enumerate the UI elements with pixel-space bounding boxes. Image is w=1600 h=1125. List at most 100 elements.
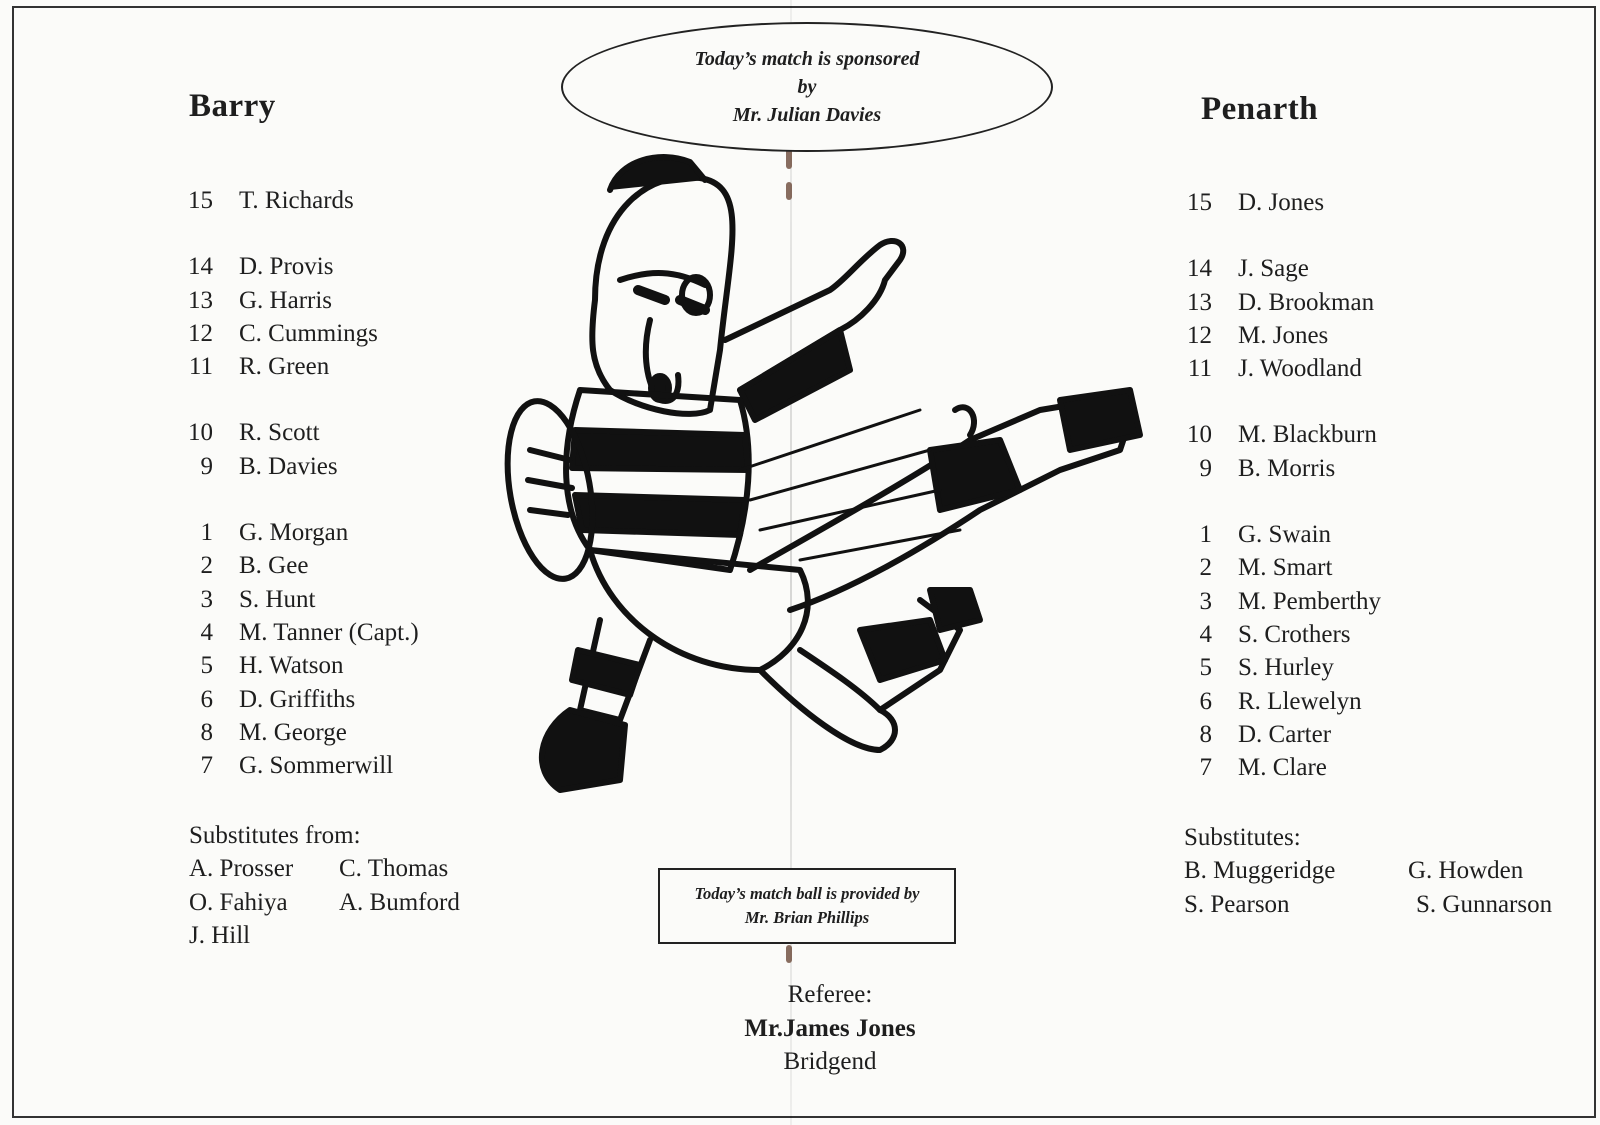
away-player-row: 9 B. Morris xyxy=(1164,452,1381,485)
player-number: 13 xyxy=(1187,288,1212,316)
player-name: M. Smart xyxy=(1238,554,1333,582)
staple-top-2 xyxy=(786,182,792,200)
match-ball-box: Today’s match ball is provided by Mr. Br… xyxy=(658,868,956,944)
home-player-row: 2 B. Gee xyxy=(165,549,419,582)
player-number: 1 xyxy=(1199,521,1213,549)
away-player-row: 1 G. Swain xyxy=(1164,518,1381,551)
away-subs-label: Substitutes: xyxy=(1184,824,1301,851)
away-roster: 15 D. Jones 1 4 J. Sage 13 D. Brookman 12 M. … xyxy=(1164,186,1381,784)
player-number: 12 xyxy=(188,319,213,347)
home-sub: O. Fahiya xyxy=(189,888,288,916)
player-name: J. Woodland xyxy=(1238,355,1362,383)
player-number: 7 xyxy=(1199,754,1213,782)
match-ball-line-1: Today’s match ball is provided by xyxy=(694,884,920,903)
away-sub: G. Howden xyxy=(1408,857,1524,885)
player-name: J. Sage xyxy=(1238,255,1309,283)
home-player-row: 1 G. Morgan xyxy=(165,516,419,549)
player-number: 10 xyxy=(188,419,213,447)
away-player-row: 6 R. Llewelyn xyxy=(1164,685,1381,718)
player-name: G. Harris xyxy=(239,286,333,314)
away-player-row: 12 M. Jones xyxy=(1164,319,1381,352)
home-subs-label: Substitutes from: xyxy=(189,822,361,849)
player-number: 7 xyxy=(200,752,214,780)
away-player-row: 2 M. Smart xyxy=(1164,551,1381,584)
player-name: D. Brookman xyxy=(1238,288,1375,316)
sponsor-line-2: by xyxy=(797,76,817,98)
player-name: H. Watson xyxy=(239,652,344,680)
home-player-row: 7 G. Sommerwill xyxy=(165,749,419,782)
center-fold xyxy=(790,0,792,1125)
player-name: G. Sommerwill xyxy=(239,752,394,780)
player-number: 3 xyxy=(1199,587,1213,615)
player-number: 3 xyxy=(200,585,214,613)
page-border xyxy=(12,6,1596,1118)
player-number: 14 xyxy=(188,253,213,281)
player-number: 11 xyxy=(1187,355,1212,383)
away-team-title: Penarth xyxy=(1201,91,1319,127)
player-number: 15 xyxy=(1187,189,1212,216)
player-name: G. Morgan xyxy=(239,519,349,547)
staple-top xyxy=(786,145,792,169)
home-player-row: 9 B. Davies xyxy=(165,450,419,483)
player-name: B. Gee xyxy=(239,552,309,580)
rugby-player-illustration xyxy=(504,154,1143,793)
staple-bottom-2 xyxy=(786,945,792,963)
away-player-row: 11 J. Woodland xyxy=(1164,352,1381,385)
player-number: 4 xyxy=(1199,620,1213,648)
player-name: R. Green xyxy=(239,353,330,381)
away-player-row: 8 D. Carter xyxy=(1164,718,1381,751)
player-number: 8 xyxy=(200,718,214,746)
home-sub: A. Prosser xyxy=(189,855,294,883)
away-player-row: 15 D. Jones xyxy=(1164,186,1381,219)
player-name: M. Pemberthy xyxy=(1238,587,1382,615)
player-name: G. Swain xyxy=(1238,521,1332,549)
away-sub: S. Gunnarson xyxy=(1416,890,1553,918)
away-player-row: 7 M. Clare xyxy=(1164,751,1381,784)
away-sub: S. Pearson xyxy=(1184,890,1290,918)
player-number: 9 xyxy=(200,452,214,480)
away-player-row: 4 S. Crothers xyxy=(1164,618,1381,651)
player-name: B. Morris xyxy=(1238,454,1336,482)
player-name: B. Davies xyxy=(239,452,338,480)
player-number: 6 xyxy=(1199,687,1213,715)
match-ball-line-2: Mr. Brian Phillips xyxy=(744,908,870,927)
player-number: 2 xyxy=(1199,554,1213,582)
home-player-row: 10 R. Scott xyxy=(165,416,419,449)
home-sub: C. Thomas xyxy=(339,855,449,883)
player-name: S. Crothers xyxy=(1238,620,1351,648)
player-number: 15 xyxy=(188,187,213,214)
sponsor-line-1: Today’s match is sponsored xyxy=(694,48,920,70)
referee-label: Referee: xyxy=(787,981,873,1008)
player-number: 1 xyxy=(200,519,214,547)
player-name: M. Clare xyxy=(1238,754,1327,782)
player-name: D. Jones xyxy=(1238,189,1325,216)
home-player-row: 15 T. Richards xyxy=(165,184,419,217)
player-name: T. Richards xyxy=(239,187,354,214)
referee-town: Bridgend xyxy=(783,1048,877,1075)
player-name: R. Llewelyn xyxy=(1238,687,1362,715)
player-number: 8 xyxy=(1199,720,1213,748)
player-number: 12 xyxy=(1187,321,1212,349)
player-name: M. Jones xyxy=(1238,321,1329,349)
player-name: S. Hurley xyxy=(1238,654,1334,682)
player-number: 2 xyxy=(200,552,214,580)
player-number: 4 xyxy=(200,618,214,646)
away-player-row: 13 D. Brookman xyxy=(1164,286,1381,319)
away-substitutes: Substitutes: B. Muggeridge G. Howden S. … xyxy=(1184,821,1598,921)
player-name: R. Scott xyxy=(239,419,320,447)
player-number: 9 xyxy=(1199,454,1213,482)
referee-name: Mr.James Jones xyxy=(744,1014,916,1042)
player-number: 5 xyxy=(1199,654,1213,682)
player-name: D. Carter xyxy=(1238,720,1332,748)
away-player-row: 3 M. Pemberthy xyxy=(1164,585,1382,618)
